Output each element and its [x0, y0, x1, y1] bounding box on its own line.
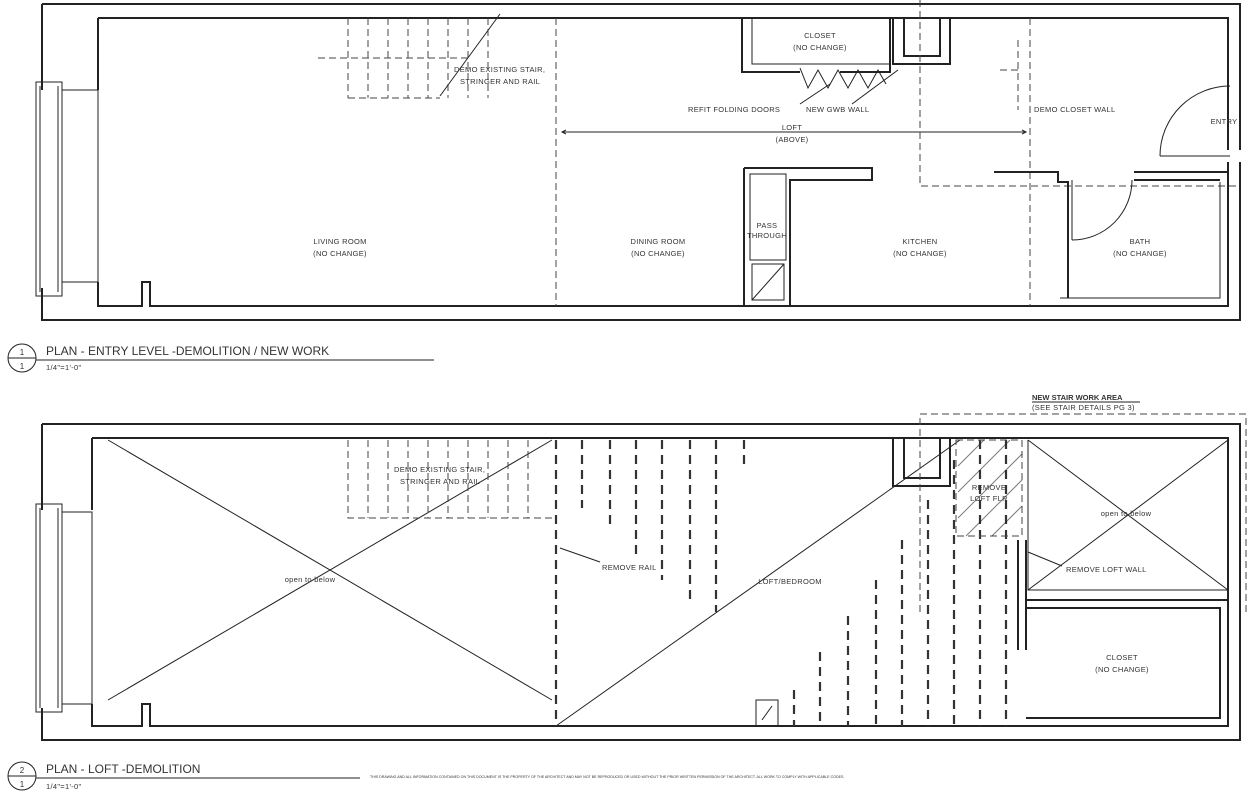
demo-stair-note-2: STRINGER AND RAIL: [460, 77, 540, 86]
loft-above-label: LOFT: [782, 123, 802, 132]
demo-closet-wall-dashed: [1000, 40, 1019, 110]
loft-facade-window: [35, 503, 93, 713]
stair-work-area-note: NEW STAIR WORK AREA: [1032, 393, 1123, 402]
plan-2-sheet: 1: [20, 780, 25, 789]
entry-outer-wall: [41, 3, 1241, 321]
remove-loft-floor-note: REMOVE: [972, 483, 1006, 492]
bath-walls: [994, 171, 1228, 298]
demo-closet-note: DEMO CLOSET WALL: [1034, 105, 1115, 114]
bath-label: BATH: [1130, 237, 1151, 246]
loft-small-fixture: [755, 699, 779, 727]
refit-doors-note: REFIT FOLDING DOORS: [688, 105, 780, 114]
loft-demo-stair-note-2: STRINGER AND RAIL: [400, 477, 480, 486]
remove-loft-floor-note-2: LOFT FLR: [970, 494, 1008, 503]
loft-leaders: [559, 547, 1063, 567]
bath-door-swing: [1071, 179, 1133, 241]
plan-1-title-rule: [8, 357, 434, 361]
remove-loft-floor-hatch: [957, 439, 1023, 537]
plan-2-title: PLAN - LOFT -DEMOLITION: [46, 762, 200, 776]
remove-loft-floor-boundary: [955, 439, 1023, 537]
loft-shaft-wall: [892, 438, 951, 487]
bath-inner-wall: [1060, 182, 1221, 299]
stair-work-area-note-2: (SEE STAIR DETAILS PG 3): [1032, 403, 1135, 412]
entry-door-swing: [1159, 85, 1231, 157]
entry-level-plan: [35, 0, 1241, 321]
open-to-below-left-label: open to below: [285, 575, 336, 584]
entry-demo-stair-stringer: [318, 57, 470, 99]
entry-inner-wall: [97, 17, 1229, 307]
loft-outer-wall: [41, 423, 1241, 741]
loft-closet-walls: [1026, 599, 1228, 719]
loft-closet-label: CLOSET: [1106, 653, 1138, 662]
entry-label: ENTRY: [1211, 117, 1238, 126]
plan-1-title-block: 1 1 PLAN - ENTRY LEVEL -DEMOLITION / NEW…: [7, 343, 434, 373]
plan-2-scale: 1/4"=1'-0": [46, 782, 81, 791]
pass-through-opening: [749, 173, 787, 261]
demo-pattern-diagonal: [555, 439, 961, 727]
entry-stair-break-line: [439, 13, 501, 97]
kitchen-status: (NO CHANGE): [893, 249, 947, 258]
new-gwb-note: NEW GWB WALL: [806, 105, 869, 114]
dining-room-label: DINING ROOM: [631, 237, 686, 246]
plan-1-number: 1: [20, 348, 25, 357]
closet-status: (NO CHANGE): [793, 43, 847, 52]
dining-room-status: (NO CHANGE): [631, 249, 685, 258]
plan-1-title: PLAN - ENTRY LEVEL -DEMOLITION / NEW WOR…: [46, 344, 329, 358]
remove-rail-note: REMOVE RAIL: [602, 563, 657, 572]
bath-status: (NO CHANGE): [1113, 249, 1167, 258]
pass-through-label: PASS: [757, 221, 778, 230]
loft-inner-wall: [91, 437, 1229, 727]
open-to-below-right-label: open to below: [1101, 509, 1152, 518]
plan-2-number: 2: [20, 766, 25, 775]
demo-closet-boundary: [919, 0, 1240, 187]
footer-disclaimer: THIS DRAWING AND ALL INFORMATION CONTAIN…: [370, 775, 844, 779]
living-room-label: LIVING ROOM: [313, 237, 366, 246]
folding-doors-symbol: [799, 67, 887, 90]
demo-pattern-lower: [792, 440, 1008, 726]
new-stair-work-area-boundary: [919, 413, 1247, 612]
loft-above-label-2: (ABOVE): [776, 135, 809, 144]
kitchen-label: KITCHEN: [902, 237, 937, 246]
loft-closet-status: (NO CHANGE): [1095, 665, 1149, 674]
loft-level-plan: [35, 401, 1247, 741]
living-room-status: (NO CHANGE): [313, 249, 367, 258]
open-to-below-right-x: [1027, 439, 1229, 591]
open-to-below-left-x: [107, 439, 553, 701]
remove-loft-wall-note: REMOVE LOFT WALL: [1066, 565, 1147, 574]
plan-1-sheet: 1: [20, 362, 25, 371]
entry-shaft-wall: [892, 18, 951, 65]
entry-leaders: [560, 69, 1028, 135]
plan-2-title-block: 2 1 PLAN - LOFT -DEMOLITION 1/4"=1'-0": [7, 761, 360, 791]
demo-stair-note: DEMO EXISTING STAIR,: [454, 65, 545, 74]
pass-through-label-2: THROUGH: [747, 231, 787, 240]
plan-2-title-rule: [8, 775, 360, 779]
closet-label: CLOSET: [804, 31, 836, 40]
demo-pattern-upper: [580, 440, 746, 612]
entry-closet-inner: [751, 18, 890, 65]
loft-bedroom-label: LOFT/BEDROOM: [758, 577, 822, 586]
kitchen-counter-wall: [743, 167, 873, 306]
plan-1-scale: 1/4"=1'-0": [46, 363, 81, 372]
kitchen-appliance: [751, 263, 785, 301]
loft-demo-stair-note: DEMO EXISTING STAIR,: [394, 465, 485, 474]
remove-loft-wall: [1017, 540, 1027, 650]
loft-demo-stair: [347, 440, 552, 519]
entry-facade-window: [35, 81, 99, 297]
